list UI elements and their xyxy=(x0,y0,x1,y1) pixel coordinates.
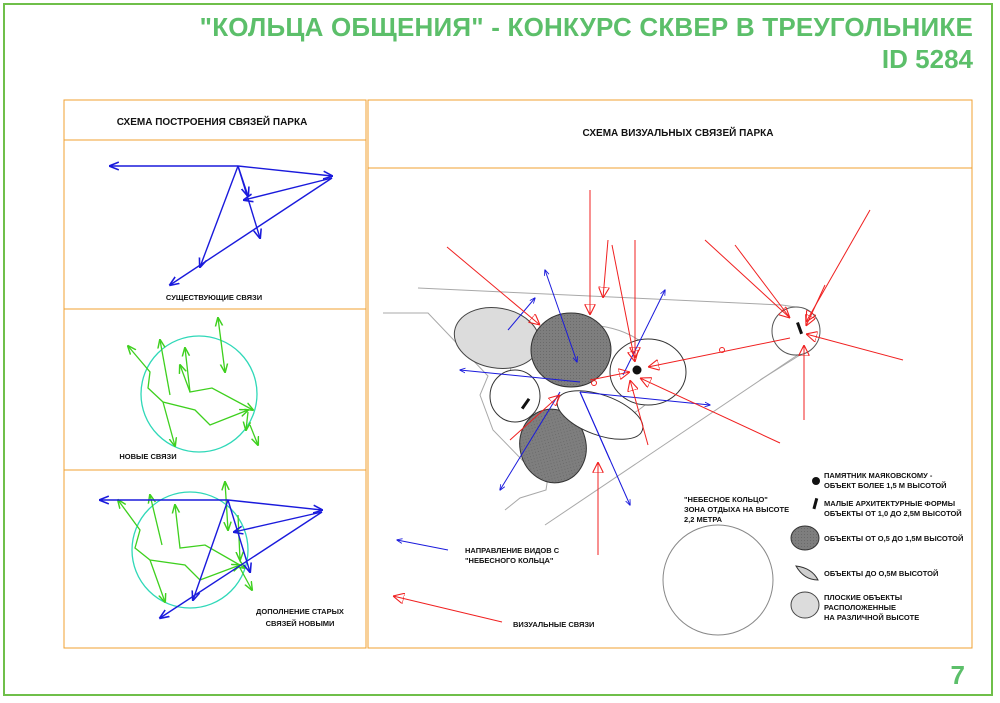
legend-flat-line1: ПЛОСКИЕ ОБЪЕКТЫ xyxy=(824,593,902,602)
combined-label-line1: ДОПОЛНЕНИЕ СТАРЫХ xyxy=(256,607,344,616)
legend: ПАМЯТНИК МАЯКОВСКОМУ - ОБЪЕКТ БОЛЕЕ 1,5 … xyxy=(790,471,963,622)
view-direction-line1: НАПРАВЛЕНИЕ ВИДОВ С xyxy=(465,546,560,555)
existing-links-diagram xyxy=(110,166,332,285)
sky-ring-line3: 2,2 МЕТРА xyxy=(684,515,723,524)
flat-object-legend-icon xyxy=(790,591,820,619)
legend-low-objects: ОБЪЕКТЫ ДО О,5М ВЫСОТОЙ xyxy=(824,569,938,578)
sky-ring-line1: "НЕБЕСНОЕ КОЛЬЦО" xyxy=(684,495,768,504)
monument-legend-icon xyxy=(812,477,820,485)
small-arch-legend-icon xyxy=(812,497,819,510)
visual-links-label: ВИЗУАЛЬНЫЕ СВЯЗИ xyxy=(513,620,594,629)
new-links-diagram xyxy=(128,318,258,453)
legend-monument-line2: ОБЪЕКТ БОЛЕЕ 1,5 М ВЫСОТОЙ xyxy=(824,481,947,490)
combined-label-line2: СВЯЗЕЙ НОВЫМИ xyxy=(266,619,335,628)
outer-frame xyxy=(3,3,993,696)
existing-links-label: СУЩЕСТВУЮЩИЕ СВЯЗИ xyxy=(166,293,262,302)
view-direction-line2: "НЕБЕСНОГО КОЛЬЦА" xyxy=(465,556,554,565)
legend-flat-line3: НА РАЗЛИЧНОЙ ВЫСОТЕ xyxy=(824,613,919,622)
project-id: ID 5284 xyxy=(881,44,973,74)
right-heading: СХЕМА ВИЗУАЛЬНЫХ СВЯЗЕЙ ПАРКА xyxy=(583,126,774,139)
legend-small-arch-line1: МАЛЫЕ АРХИТЕКТУРНЫЕ ФОРМЫ xyxy=(824,499,955,508)
right-panel: СХЕМА ВИЗУАЛЬНЫХ СВЯЗЕЙ ПАРКА xyxy=(367,99,973,649)
new-links-label: НОВЫЕ СВЯЗИ xyxy=(119,452,176,461)
dark-object-legend-icon xyxy=(790,525,820,551)
legend-dark-objects: ОБЪЕКТЫ ОТ О,5 ДО 1,5М ВЫСОТОЙ xyxy=(824,534,963,543)
page-number: 7 xyxy=(950,660,965,690)
low-object-legend-icon xyxy=(795,565,819,581)
combined-links-diagram xyxy=(100,482,322,618)
legend-monument-line1: ПАМЯТНИК МАЯКОВСКОМУ - xyxy=(824,471,933,480)
left-heading: СХЕМА ПОСТРОЕНИЯ СВЯЗЕЙ ПАРКА xyxy=(117,115,308,128)
page-title: "КОЛЬЦА ОБЩЕНИЯ" - КОНКУРС СКВЕР В ТРЕУГ… xyxy=(199,12,973,42)
legend-flat-line2: РАСПОЛОЖЕННЫЕ xyxy=(824,603,896,612)
legend-small-arch-line2: ОБЪЕКТЫ ОТ 1,0 ДО 2,5М ВЫСОТОЙ xyxy=(824,509,962,518)
sky-ring-line2: ЗОНА ОТДЫХА НА ВЫСОТЕ xyxy=(684,505,789,514)
left-panel: СХЕМА ПОСТРОЕНИЯ СВЯЗЕЙ ПАРКА СУЩЕСТВУЮЩ… xyxy=(63,99,367,649)
visual-links xyxy=(393,190,904,623)
